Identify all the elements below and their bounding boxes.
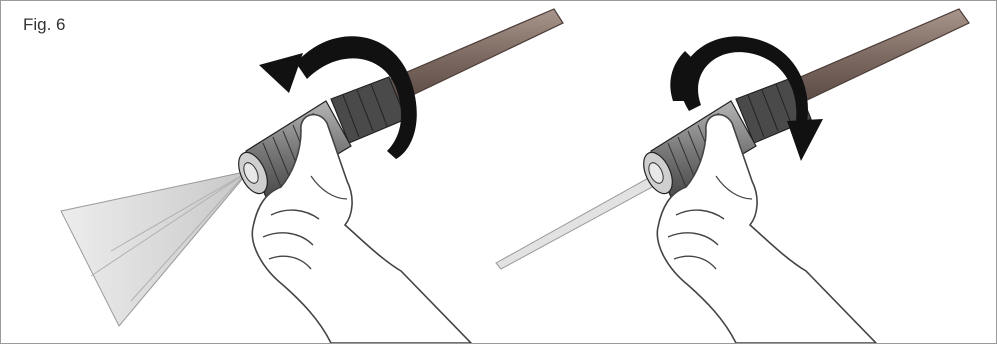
lance-tube	[791, 9, 969, 103]
left-panel	[61, 9, 563, 343]
right-panel	[496, 9, 969, 343]
water-jet	[496, 171, 667, 269]
fan-spray	[61, 171, 249, 326]
